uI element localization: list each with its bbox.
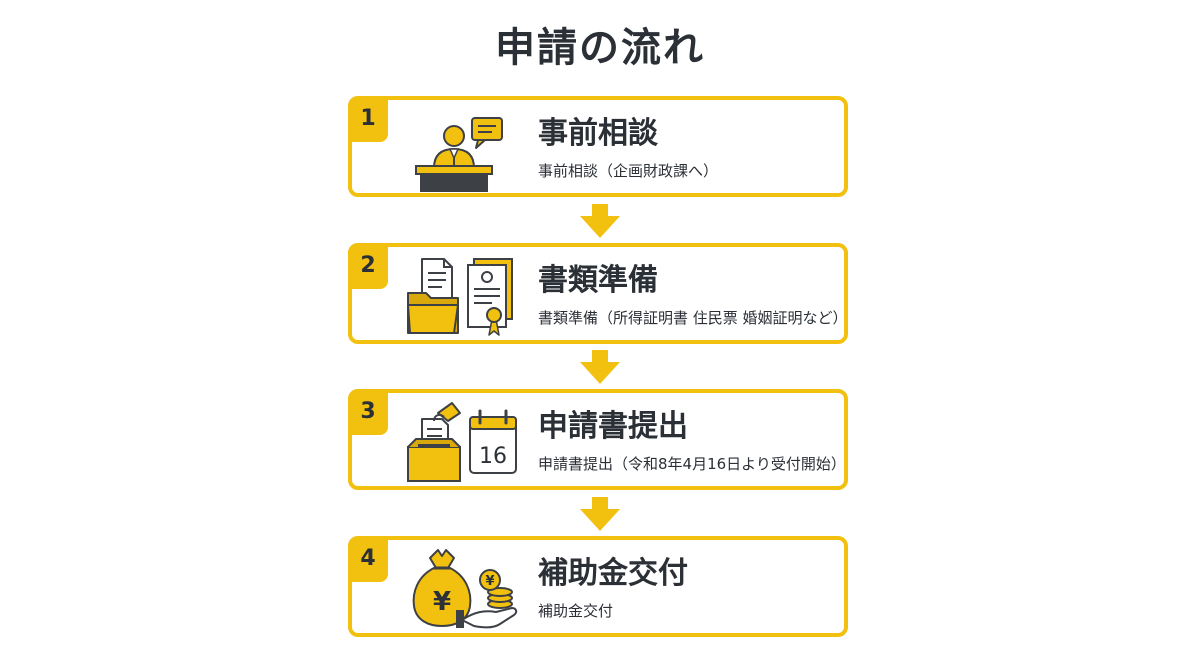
step-number-badge: 2 bbox=[348, 243, 388, 289]
down-arrow-icon bbox=[580, 497, 620, 531]
subsidy-icon: ¥ ¥ bbox=[412, 549, 518, 629]
calendar-day-text: 16 bbox=[479, 444, 507, 469]
step-heading: 補助金交付 bbox=[538, 556, 688, 591]
consultation-icon bbox=[415, 117, 503, 192]
step-card-subsidy: 4 ¥ ¥ 補助金交付 補助金交付 bbox=[348, 536, 848, 637]
documents-icon bbox=[407, 258, 513, 336]
step-card-submission: 3 16 申請書提出 申請書提出（令和8年4月16日より受付開始） bbox=[348, 389, 848, 490]
page-title: 申請の流れ bbox=[495, 25, 705, 71]
step-number-badge: 1 bbox=[348, 96, 388, 142]
step-description: 事前相談（企画財政課へ） bbox=[538, 162, 719, 180]
step-description: 補助金交付 bbox=[538, 602, 614, 620]
step-description: 申請書提出（令和8年4月16日より受付開始） bbox=[538, 455, 846, 473]
submission-icon: 16 bbox=[407, 402, 517, 482]
coin-yen-text: ¥ bbox=[485, 574, 494, 589]
yen-symbol-text: ¥ bbox=[433, 587, 451, 617]
step-heading: 申請書提出 bbox=[538, 409, 688, 444]
step-card-documents: 2 書類準備 書類準備（所得証明書 住民票 婚姻証明など） bbox=[348, 243, 848, 344]
step-heading: 書類準備 bbox=[538, 263, 658, 298]
step-heading: 事前相談 bbox=[538, 116, 658, 151]
step-description: 書類準備（所得証明書 住民票 婚姻証明など） bbox=[538, 309, 848, 327]
down-arrow-icon bbox=[580, 350, 620, 384]
step-card-consultation: 1 事前相談 事前相談（企画財政課へ） bbox=[348, 96, 848, 197]
step-number-badge: 3 bbox=[348, 389, 388, 435]
down-arrow-icon bbox=[580, 204, 620, 238]
step-number-badge: 4 bbox=[348, 536, 388, 582]
